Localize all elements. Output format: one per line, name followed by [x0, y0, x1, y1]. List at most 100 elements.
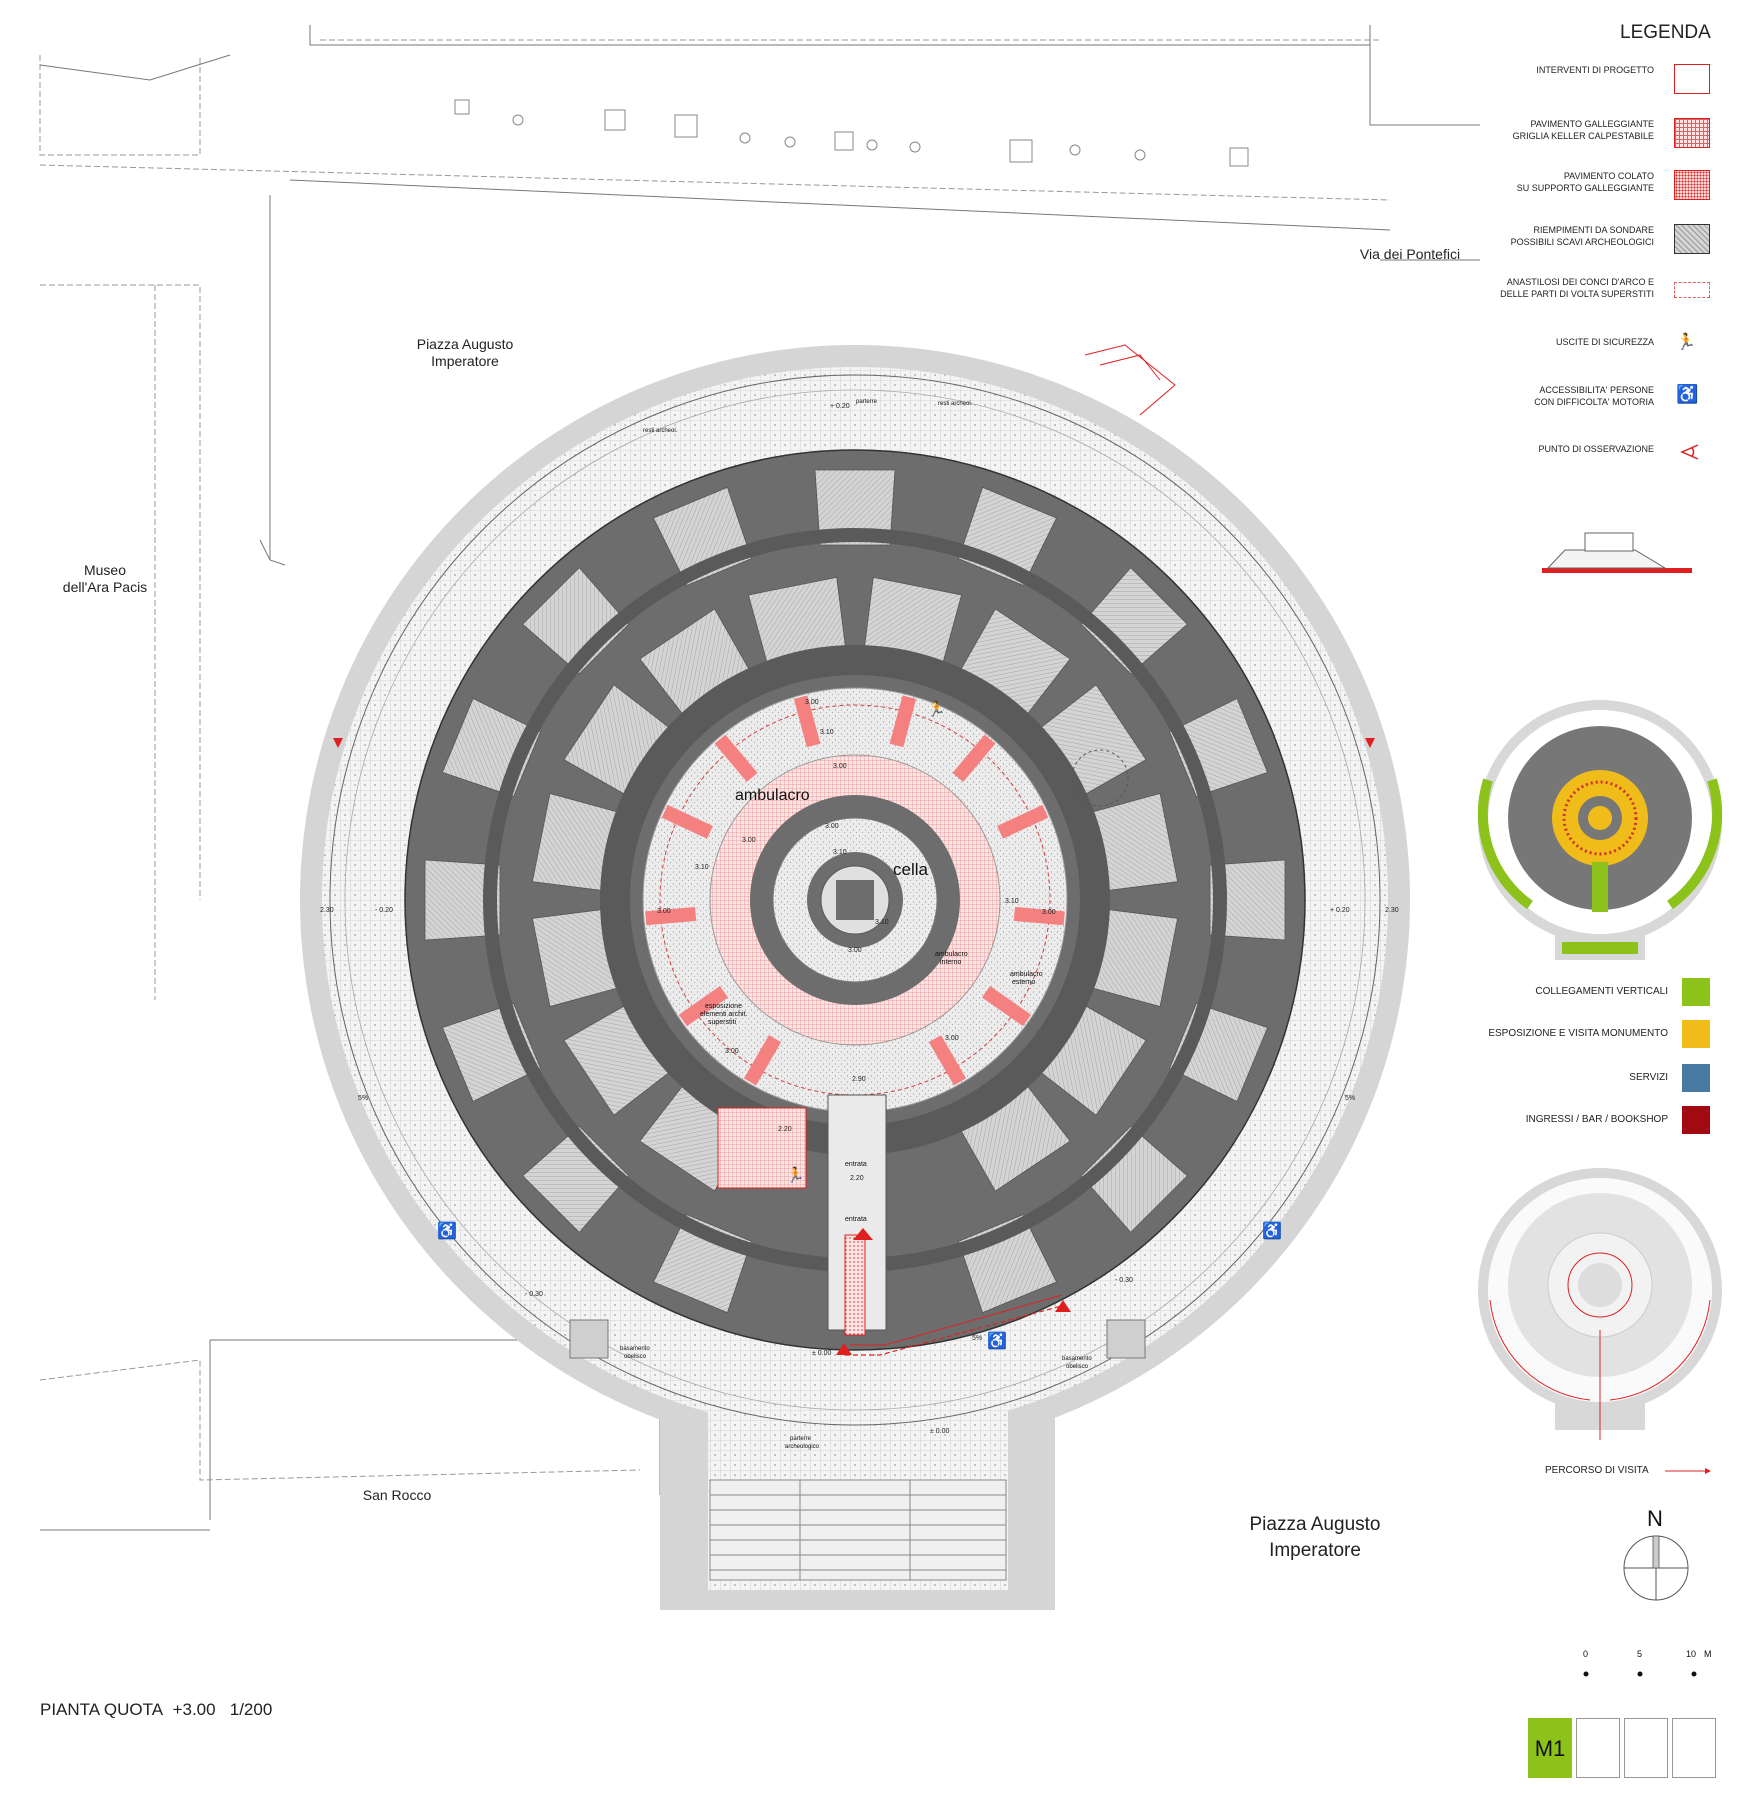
project-intervention-top	[1084, 344, 1176, 416]
swatch-riempimenti	[1674, 224, 1710, 254]
dim-230-a: 2.30	[320, 907, 334, 914]
route-plan-thumbnail	[1478, 1168, 1722, 1440]
emergency-exit-icon: 🏃	[1676, 334, 1696, 351]
compass-rose	[1623, 1535, 1689, 1601]
label-basamento-r-1: basamento	[1062, 1356, 1092, 1362]
dim-310-a: 3.10	[820, 729, 834, 736]
function-plan-thumbnail	[1477, 700, 1723, 960]
dim-minus030-l: - 0.30	[525, 1291, 543, 1298]
swatch-interventi	[1674, 64, 1710, 94]
sheet-tab-3	[1624, 1718, 1668, 1778]
dim-slope-l: 5%	[358, 1095, 368, 1102]
emergency-exit-icon: 🏃 🏃	[786, 700, 946, 1184]
red-radial-stripes	[645, 695, 1065, 1086]
swatch-griglia	[1674, 118, 1710, 148]
drawing-title: PIANTA QUOTA +3.00 1/200	[40, 1700, 273, 1719]
dim-310-e: 3.10	[875, 919, 889, 926]
swatch-ingressi	[1682, 1106, 1710, 1134]
dim-minus030-r: - 0.30	[1115, 1277, 1133, 1284]
category-collegamenti: COLLEGAMENTI VERTICALI	[1440, 978, 1710, 1006]
dim-300-g: 3.00	[848, 947, 862, 954]
swatch-colato	[1674, 170, 1710, 200]
label-parterre-arch-1: parterre	[790, 1436, 812, 1442]
svg-text:♿: ♿	[987, 1331, 1007, 1350]
entrance-corridor	[717, 1094, 1066, 1356]
elevation-thumbnail	[1542, 532, 1692, 573]
swatch-servizi	[1682, 1064, 1710, 1092]
category-esposizione: ESPOSIZIONE E VISITA MONUMENTO	[1440, 1020, 1710, 1048]
ambulacro-floor	[642, 687, 1068, 1113]
compass-label: N	[1647, 1506, 1663, 1531]
dim-300-d: 3.00	[742, 837, 756, 844]
dim-310-c: 3.10	[695, 864, 709, 871]
dim-slope-r: 5%	[1345, 1095, 1355, 1102]
sheet-tab-4	[1672, 1718, 1716, 1778]
dim-slope-ramp: 5%	[972, 1335, 982, 1342]
scale-tick-10: 10	[1686, 1649, 1696, 1659]
place-san-rocco: San Rocco	[362, 1487, 432, 1503]
sheet-tab-2	[1576, 1718, 1620, 1778]
label-ambulacro-interno-1: ambulacro	[935, 951, 968, 958]
dim-zero-parterre: ± 0.00	[930, 1428, 950, 1435]
dim-300-f: 3.00	[1042, 909, 1056, 916]
label-basamento-r-2: obelisco	[1066, 1364, 1089, 1370]
scale-tick-5: 5	[1637, 1649, 1642, 1659]
route-legend-label: PERCORSO DI VISITA	[1545, 1465, 1649, 1476]
label-resti-1: resti archeol.	[643, 428, 678, 434]
dim-300-b: 3.00	[833, 763, 847, 770]
svg-text:♿: ♿	[437, 1221, 457, 1240]
place-museo-ara-pacis: Museo dell'Ara Pacis	[62, 562, 148, 595]
dim-220-a: 2.20	[778, 1126, 792, 1133]
label-resti-2: resti archeol.	[938, 401, 973, 407]
dim-300-e: 3.00	[657, 908, 671, 915]
category-ingressi: INGRESSI / BAR / BOOKSHOP	[1440, 1106, 1710, 1134]
observation-point-icon	[1676, 443, 1702, 465]
label-parterre: parterre	[856, 399, 878, 405]
label-ambulacro-esterno-1: ambulacro	[1010, 971, 1043, 978]
legend-item-interventi: INTERVENTI DI PROGETTO	[1380, 64, 1710, 104]
stairs	[709, 1479, 1007, 1581]
swatch-anastilosi	[1674, 282, 1710, 298]
swatch-esposizione	[1682, 1020, 1710, 1048]
wheelchair-icon: ♿	[1676, 384, 1699, 404]
label-esposizione-2: elementi archit.	[700, 1011, 748, 1018]
legend-item-uscite: USCITE DI SICUREZZA 🏃	[1380, 334, 1710, 376]
label-entrata-2: entrata	[845, 1216, 867, 1223]
label-entrata-1: entrata	[845, 1161, 867, 1168]
category-servizi: SERVIZI	[1440, 1064, 1710, 1092]
swatch-collegamenti	[1682, 978, 1710, 1006]
legend-item-osservazione: PUNTO DI OSSERVAZIONE	[1380, 443, 1710, 483]
label-parterre-arch-2: archeologico	[785, 1444, 820, 1450]
tree-row	[454, 99, 1249, 167]
street-lines	[39, 25, 1480, 1531]
scale-tick-0: 0	[1583, 1649, 1588, 1659]
dim-290: 2.90	[852, 1076, 866, 1083]
dim-310-d: 3.10	[1005, 898, 1019, 905]
label-esposizione-1: esposizione	[705, 1003, 742, 1010]
label-esposizione-3: superstiti	[708, 1019, 736, 1026]
sheet-tab-m1: M1	[1528, 1718, 1572, 1778]
scale-bar	[1583, 1671, 1697, 1677]
dim-minus020: - 0.20	[375, 907, 393, 914]
dim-300-i: 3.00	[945, 1035, 959, 1042]
svg-text:🏃: 🏃	[786, 1166, 805, 1184]
label-ambulacro-interno-2: interno	[940, 959, 962, 966]
wheelchair-icon: ♿ ♿ ♿	[437, 1221, 1282, 1350]
obelisk-bases	[569, 1319, 1146, 1359]
dim-310-b: 3.10	[833, 849, 847, 856]
svg-text:♿: ♿	[1262, 1221, 1282, 1240]
legend-title: LEGENDA	[1620, 22, 1711, 43]
dim-plus020-top: + 0.20	[830, 403, 850, 410]
label-basamento-l-1: basamento	[620, 1346, 650, 1352]
label-cella: cella	[893, 860, 929, 879]
dim-300-h: 3.00	[725, 1048, 739, 1055]
svg-text:🏃: 🏃	[927, 700, 946, 718]
dim-zero-entrance: ± 0.00	[812, 1350, 832, 1357]
dim-plus020-r: + 0.20	[1330, 907, 1350, 914]
dim-230-b: 2.30	[1385, 907, 1399, 914]
